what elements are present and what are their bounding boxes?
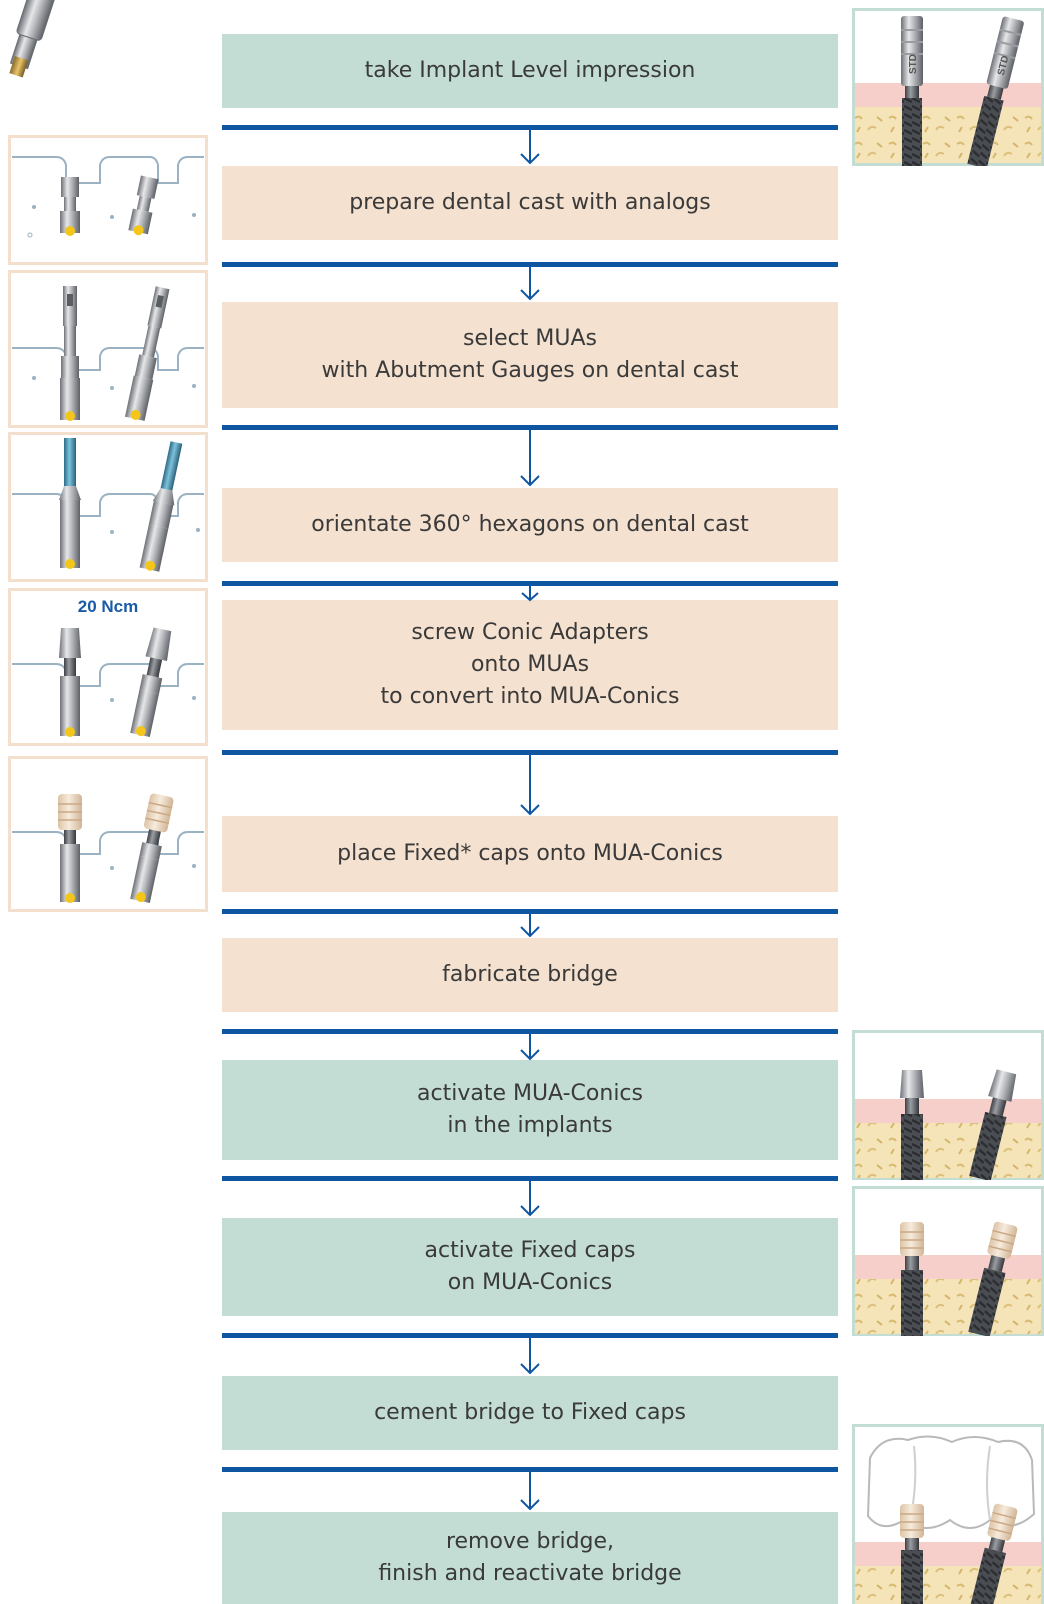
cast-hexagon-orientation-image	[8, 432, 208, 582]
implant-mua-conics-image	[852, 1030, 1044, 1180]
step-text: onto MUAs	[470, 652, 590, 677]
step-text: orientate 360° hexagons on dental cast	[311, 512, 749, 537]
torque-label: 20 Ncm	[78, 597, 138, 616]
down-arrow-icon	[521, 586, 539, 602]
step-text: prepare dental cast with analogs	[349, 190, 711, 215]
impression-post-image	[9, 0, 56, 78]
connector-line	[222, 909, 838, 914]
step-text: finish and reactivate bridge	[378, 1561, 682, 1586]
step-text: select MUAs	[463, 326, 597, 351]
connector-line	[222, 1467, 838, 1472]
implant-fixed-caps-image	[852, 1186, 1044, 1336]
step-activate-mua-conics: activate MUA-Conics in the implants	[222, 1060, 838, 1160]
step-text: remove bridge,	[445, 1529, 615, 1554]
connector-line	[222, 125, 838, 130]
transfer-label: STD	[996, 55, 1012, 77]
down-arrow-icon	[520, 1338, 540, 1375]
connector-line	[222, 425, 838, 430]
connector-line	[222, 1029, 838, 1034]
step-text: in the implants	[447, 1113, 613, 1138]
implant-impression-transfers-image: STD STD	[852, 8, 1044, 166]
step-orientate-hexagons: orientate 360° hexagons on dental cast	[222, 488, 838, 562]
step-text: place Fixed* caps onto MUA-Conics	[337, 841, 723, 866]
cast-abutment-gauges-image	[8, 270, 208, 428]
step-fabricate-bridge: fabricate bridge	[222, 938, 838, 1012]
down-arrow-icon	[520, 130, 540, 165]
step-text: activate Fixed caps	[424, 1238, 636, 1263]
implant-bridge-image	[852, 1424, 1044, 1604]
down-arrow-icon	[520, 1472, 540, 1511]
transfer-label: STD	[908, 54, 919, 74]
down-arrow-icon	[520, 914, 540, 938]
step-prepare-cast: prepare dental cast with analogs	[222, 166, 838, 240]
step-place-caps: place Fixed* caps onto MUA-Conics	[222, 816, 838, 892]
connector-line	[222, 262, 838, 267]
connector-line	[222, 1176, 838, 1181]
connector-line	[222, 581, 838, 586]
step-activate-caps: activate Fixed caps on MUA-Conics	[222, 1218, 838, 1316]
down-arrow-icon	[520, 430, 540, 487]
step-text: with Abutment Gauges on dental cast	[321, 358, 739, 383]
step-text: on MUA-Conics	[447, 1270, 613, 1295]
step-screw-adapters: screw Conic Adapters onto MUAs to conver…	[222, 600, 838, 730]
connector-line	[222, 1333, 838, 1338]
down-arrow-icon	[520, 755, 540, 816]
cast-analogs-image	[8, 135, 208, 265]
cast-fixed-caps-image	[8, 756, 208, 912]
step-text: fabricate bridge	[442, 962, 618, 987]
connector-line	[222, 750, 838, 755]
step-text: activate MUA-Conics	[417, 1081, 643, 1106]
cast-conic-adapters-image: 20 Ncm	[8, 588, 208, 746]
step-text: cement bridge to Fixed caps	[374, 1400, 686, 1425]
step-take-impression: take Implant Level impression	[222, 34, 838, 108]
step-select-muas: select MUAs with Abutment Gauges on dent…	[222, 302, 838, 408]
step-cement-bridge: cement bridge to Fixed caps	[222, 1376, 838, 1450]
down-arrow-icon	[520, 267, 540, 301]
down-arrow-icon	[520, 1034, 540, 1061]
step-text: screw Conic Adapters	[411, 620, 649, 645]
step-text: take Implant Level impression	[364, 58, 696, 83]
step-remove-bridge: remove bridge, finish and reactivate bri…	[222, 1512, 838, 1604]
step-text: to convert into MUA-Conics	[380, 684, 680, 709]
down-arrow-icon	[520, 1181, 540, 1217]
